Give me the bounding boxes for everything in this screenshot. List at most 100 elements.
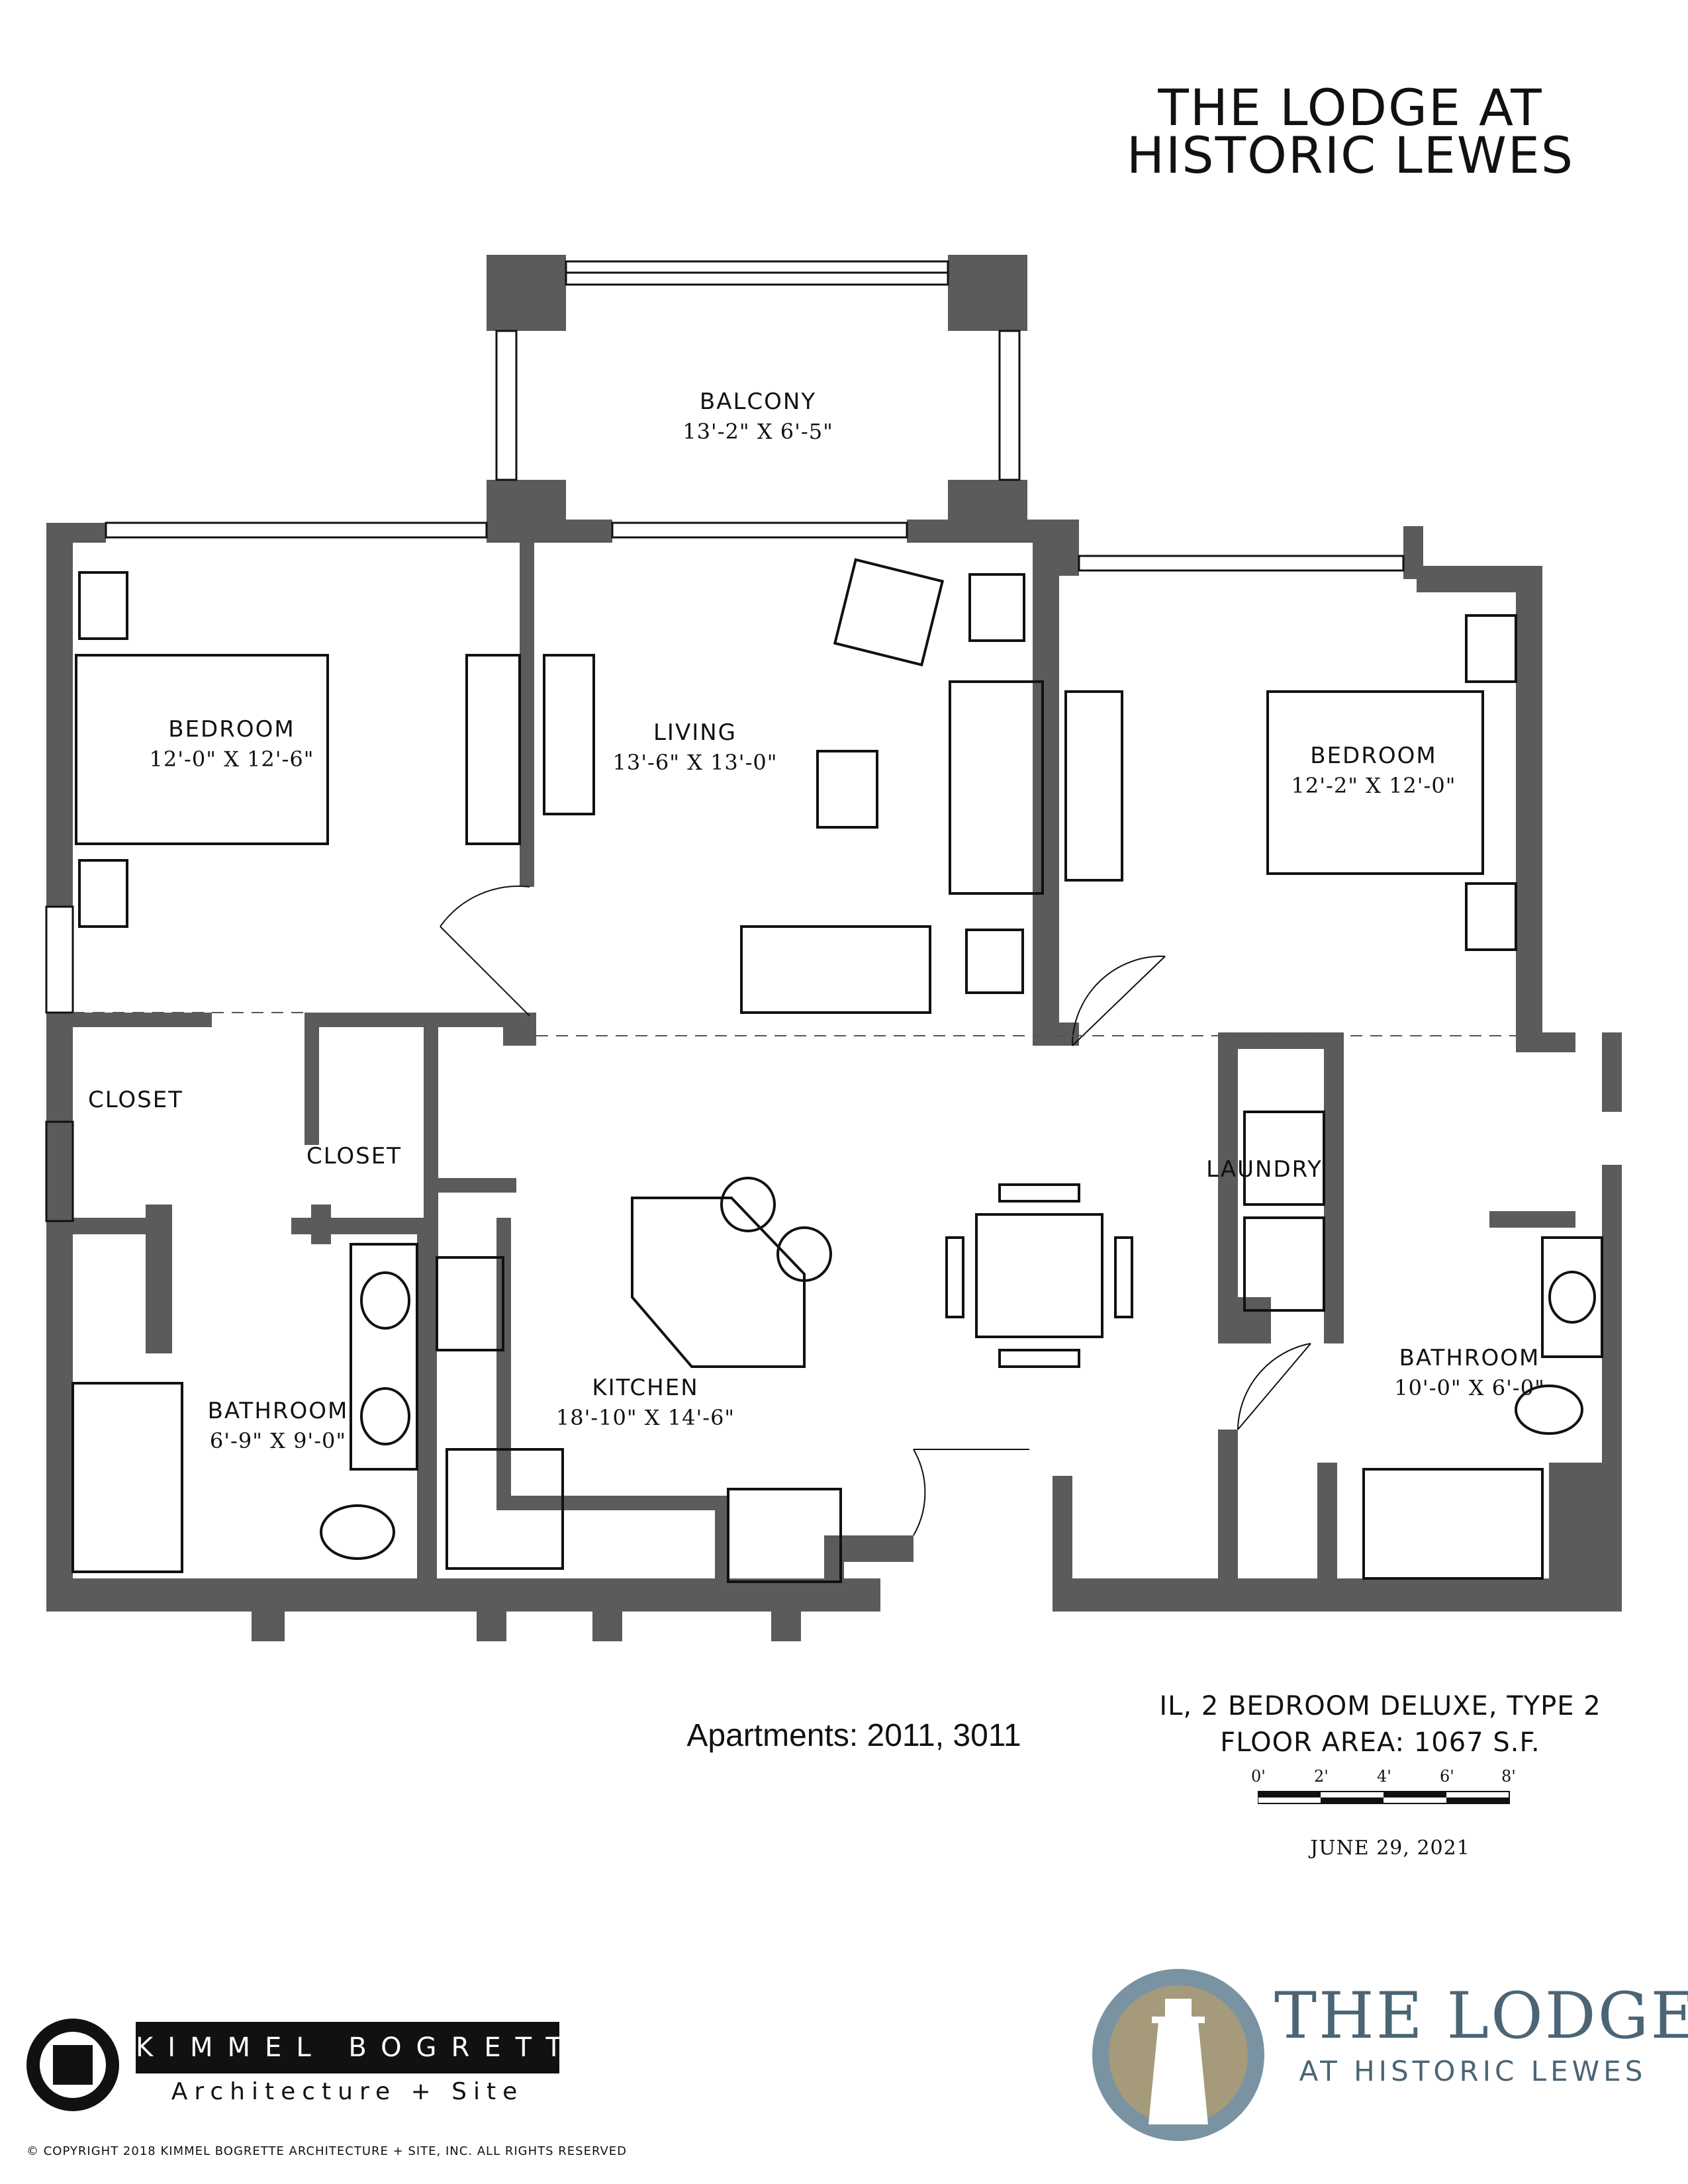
wall <box>1053 1578 1622 1612</box>
wardrobe <box>543 654 595 815</box>
window <box>45 1120 74 1222</box>
dining-table <box>975 1213 1103 1338</box>
unit-type-label: IL, 2 BEDROOM DELUXE, TYPE 2 <box>1159 1691 1601 1721</box>
wall <box>496 1496 728 1510</box>
wall <box>424 1178 516 1193</box>
toilet <box>320 1504 395 1560</box>
wall <box>487 520 612 543</box>
tv-console <box>1064 690 1123 882</box>
wall <box>1489 1211 1575 1228</box>
window <box>1078 555 1405 572</box>
room-label-balcony: BALCONY 13'-2" X 6'-5" <box>642 387 874 446</box>
wall <box>46 1578 880 1612</box>
scale-tick-label: 2' <box>1314 1767 1329 1786</box>
cabinet <box>436 1256 504 1351</box>
balcony-post <box>948 255 1027 331</box>
wall <box>46 523 73 907</box>
wall <box>1324 1032 1344 1343</box>
window <box>495 330 518 481</box>
nightstand <box>1465 614 1517 683</box>
room-dims-balcony: 13'-2" X 6'-5" <box>682 418 833 444</box>
loveseat <box>740 925 931 1014</box>
basin <box>360 1271 410 1330</box>
wall <box>305 1013 530 1027</box>
architect-subtitle: Architecture + Site <box>171 2078 524 2105</box>
door-swing <box>1072 955 1166 1046</box>
room-dims-bedroom-left: 12'-0" X 12'-6" <box>149 746 314 772</box>
window <box>611 522 908 539</box>
wall <box>311 1205 331 1244</box>
wall <box>1516 566 1542 1042</box>
nightstand <box>1465 882 1517 951</box>
range <box>727 1488 842 1583</box>
room-dims-kitchen: 18'-10" X 14'-6" <box>555 1404 735 1430</box>
toilet <box>1515 1385 1583 1435</box>
lodge-logo-subtitle: AT HISTORIC LEWES <box>1299 2055 1647 2087</box>
wall <box>1218 1032 1238 1343</box>
wall <box>46 1224 73 1595</box>
wall <box>305 1013 319 1145</box>
room-label-bedroom-left: BEDROOM 12'-0" X 12'-6" <box>122 715 341 774</box>
room-label-bathroom-left: BATHROOM 6'-9" X 9'-0" <box>185 1396 371 1455</box>
shower <box>1362 1468 1544 1580</box>
room-label-kitchen: KITCHEN 18'-10" X 14'-6" <box>536 1373 755 1432</box>
dining-chair <box>1114 1236 1133 1318</box>
sink <box>445 1448 564 1570</box>
apartments-label: Apartments: 2011, 3011 <box>686 1718 1021 1753</box>
walls <box>46 255 1622 1641</box>
wall <box>496 1218 511 1509</box>
room-label-bedroom-right: BEDROOM 12'-2" X 12'-0" <box>1264 741 1483 800</box>
stool <box>720 1177 776 1232</box>
wall <box>46 1013 212 1027</box>
wall <box>1549 1463 1622 1588</box>
wall <box>503 1013 536 1046</box>
balcony-post <box>487 255 566 331</box>
room-label-bathroom-right: BATHROOM 10'-0" X 6'-0" <box>1370 1343 1569 1402</box>
wardrobe <box>465 654 521 845</box>
wall <box>1602 1032 1622 1112</box>
wall <box>1516 1032 1575 1052</box>
room-label-closet-2: CLOSET <box>306 1143 402 1169</box>
lighthouse-logo-icon <box>1092 1969 1264 2141</box>
wall <box>1218 1430 1238 1588</box>
wall <box>771 1608 801 1641</box>
basin <box>360 1387 410 1445</box>
room-dims-living: 13'-6" X 13'-0" <box>612 749 778 775</box>
room-dims-bathroom-left: 6'-9" X 9'-0" <box>209 1428 347 1453</box>
wall <box>592 1608 622 1641</box>
shower <box>71 1382 183 1573</box>
page-title-line-1: THE LODGE AT <box>1158 78 1543 137</box>
washer <box>1243 1111 1325 1206</box>
scale-tick-label: 8' <box>1501 1767 1516 1786</box>
door-swings <box>440 886 1311 1536</box>
room-dims-bathroom-right: 10'-0" X 6'-0" <box>1394 1375 1545 1400</box>
wall <box>477 1608 506 1641</box>
bed <box>1266 690 1484 875</box>
room-label-living: LIVING 13'-6" X 13'-0" <box>586 718 804 777</box>
nightstand <box>78 571 128 640</box>
architect-name: KIMMEL BOGRETTE <box>136 2022 593 2073</box>
wall <box>520 543 534 887</box>
dryer <box>1243 1216 1325 1312</box>
coffee-table <box>816 750 878 829</box>
door-swing <box>440 886 530 927</box>
wall <box>1053 1476 1072 1588</box>
window <box>105 522 488 539</box>
wall <box>424 1027 438 1259</box>
window <box>45 905 74 1014</box>
date-label: JUNE 29, 2021 <box>1310 1837 1470 1860</box>
armchair <box>833 558 945 666</box>
side-table <box>965 929 1024 994</box>
window <box>998 330 1021 481</box>
page-title-line-2: HISTORIC LEWES <box>1126 126 1575 185</box>
dining-chair <box>998 1349 1080 1368</box>
scale-tick-label: 4' <box>1377 1767 1391 1786</box>
window-frames <box>45 260 1405 1222</box>
dining-chair <box>998 1183 1080 1203</box>
nightstand <box>78 859 128 928</box>
copyright-notice: © COPYRIGHT 2018 KIMMEL BOGRETTE ARCHITE… <box>26 2144 628 2158</box>
wall <box>841 1535 914 1562</box>
scale-bar <box>1258 1791 1510 1804</box>
wall <box>252 1608 285 1641</box>
